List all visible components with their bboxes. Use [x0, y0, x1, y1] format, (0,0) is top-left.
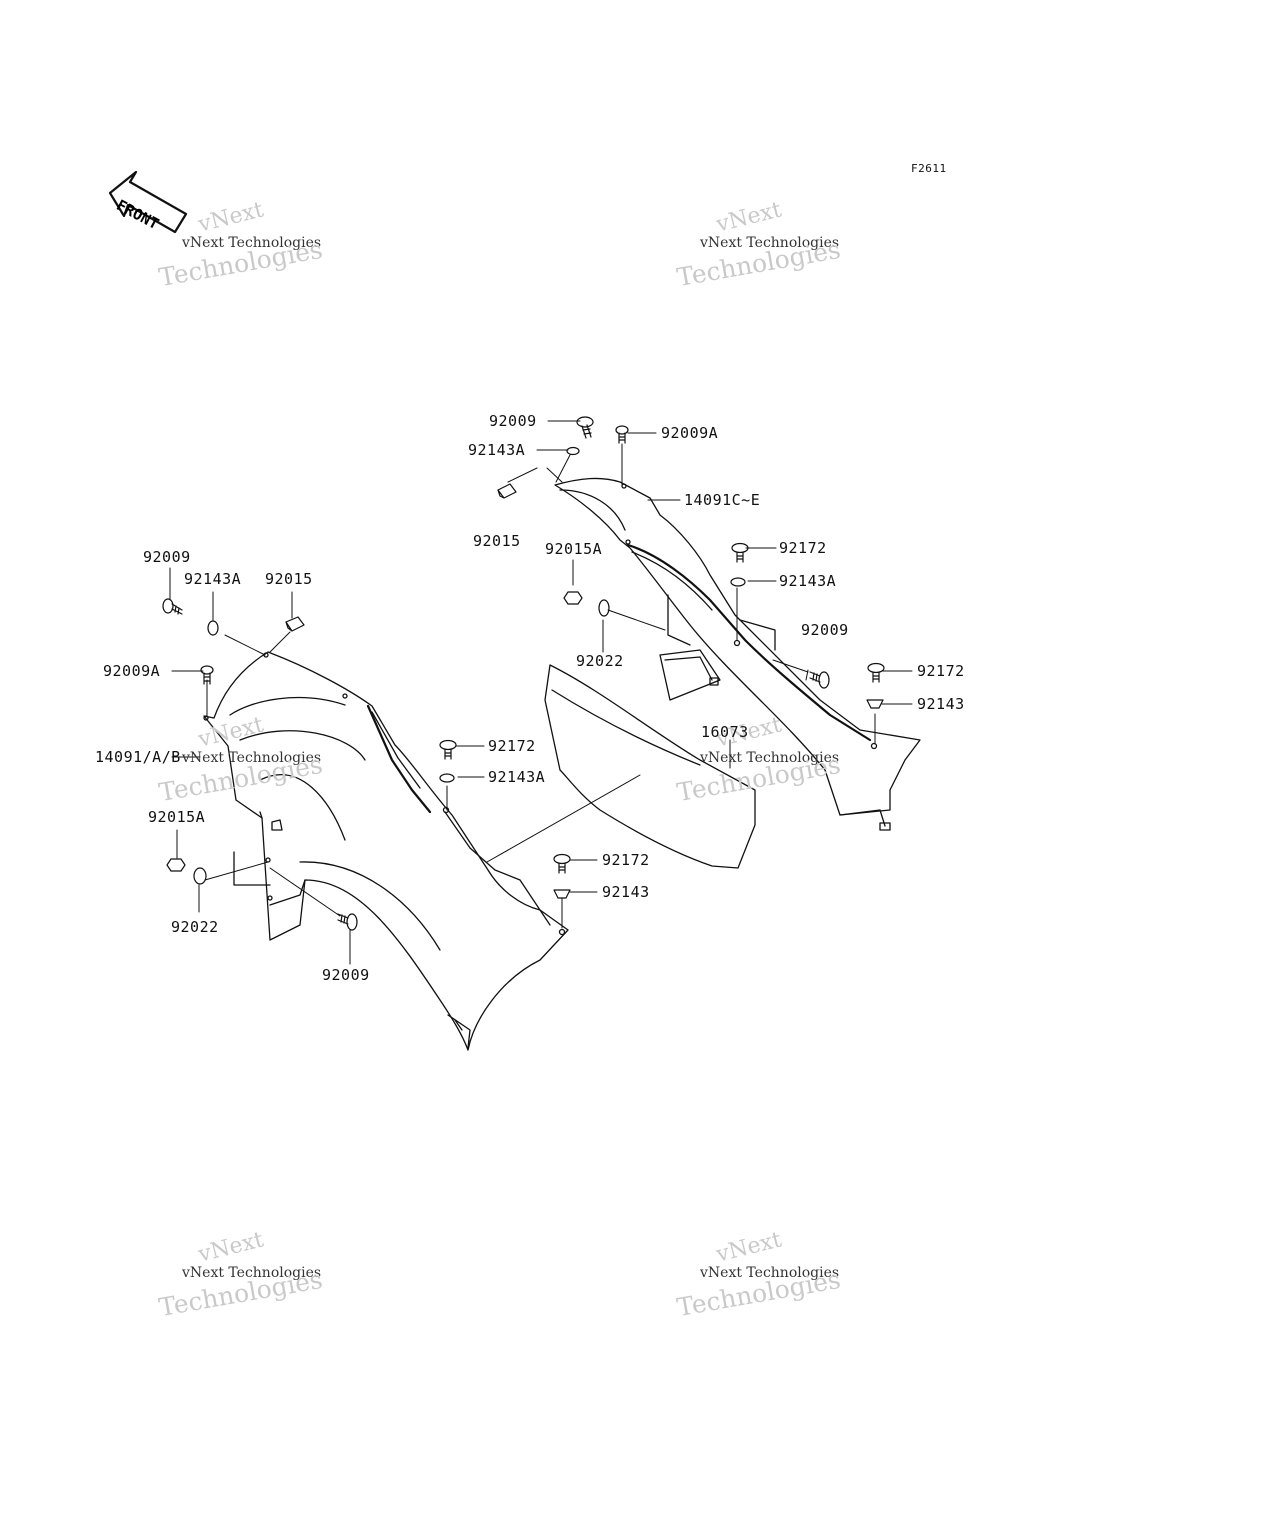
bolt-icon: [553, 853, 571, 874]
bolt-icon: [867, 662, 885, 683]
clip-icon: [285, 616, 305, 632]
part-label-16073[interactable]: 16073: [701, 723, 749, 741]
nut-icon: [166, 858, 186, 872]
part-label-92172[interactable]: 92172: [779, 539, 827, 557]
part-label-92172[interactable]: 92172: [602, 851, 650, 869]
part-label-14091c-e[interactable]: 14091C~E: [684, 491, 761, 509]
part-label-92009[interactable]: 92009: [143, 548, 191, 566]
washer-icon: [193, 867, 207, 885]
part-label-92172[interactable]: 92172: [917, 662, 965, 680]
washer-icon: [207, 620, 219, 636]
part-label-92015[interactable]: 92015: [473, 532, 521, 550]
bolt-icon: [809, 671, 830, 689]
washer-icon: [730, 577, 746, 587]
bolt-icon: [337, 913, 358, 931]
part-label-92015[interactable]: 92015: [265, 570, 313, 588]
part-label-14091-a-b[interactable]: 14091/A/B: [95, 748, 181, 766]
washer-icon: [566, 446, 580, 456]
part-label-92172[interactable]: 92172: [488, 737, 536, 755]
bolt-icon: [162, 598, 183, 615]
part-label-92009[interactable]: 92009: [801, 621, 849, 639]
part-label-92009a[interactable]: 92009A: [103, 662, 161, 680]
grommet-icon: [553, 889, 571, 899]
part-label-92143[interactable]: 92143: [917, 695, 965, 713]
part-label-92143[interactable]: 92143: [602, 883, 650, 901]
part-label-92009a[interactable]: 92009A: [661, 424, 719, 442]
right-inner-cover-drawing: [554, 477, 921, 831]
bolt-icon: [731, 542, 749, 563]
bolt-icon: [439, 739, 457, 760]
part-label-92143a[interactable]: 92143A: [468, 441, 526, 459]
bolt-icon: [615, 425, 629, 444]
front-arrow-icon: [108, 170, 188, 234]
left-side-cover-drawing: [203, 651, 569, 1051]
part-label-92022[interactable]: 92022: [576, 652, 624, 670]
washer-icon: [439, 773, 455, 783]
figure-code: F2611: [911, 162, 947, 175]
part-label-92015a[interactable]: 92015A: [148, 808, 206, 826]
part-label-92009[interactable]: 92009: [489, 412, 537, 430]
part-label-92015a[interactable]: 92015A: [545, 540, 603, 558]
part-label-92143a[interactable]: 92143A: [488, 768, 546, 786]
bolt-icon: [576, 416, 594, 439]
bolt-icon: [200, 665, 214, 685]
panel-16073-drawing: [544, 664, 756, 869]
part-label-92143a[interactable]: 92143A: [779, 572, 837, 590]
part-label-92009[interactable]: 92009: [322, 966, 370, 984]
fastener-icons: [162, 416, 885, 931]
part-label-92143a[interactable]: 92143A: [184, 570, 242, 588]
part-label-92022[interactable]: 92022: [171, 918, 219, 936]
nut-icon: [563, 591, 583, 605]
washer-icon: [598, 599, 610, 617]
clip-icon: [497, 483, 517, 499]
grommet-icon: [866, 699, 884, 709]
